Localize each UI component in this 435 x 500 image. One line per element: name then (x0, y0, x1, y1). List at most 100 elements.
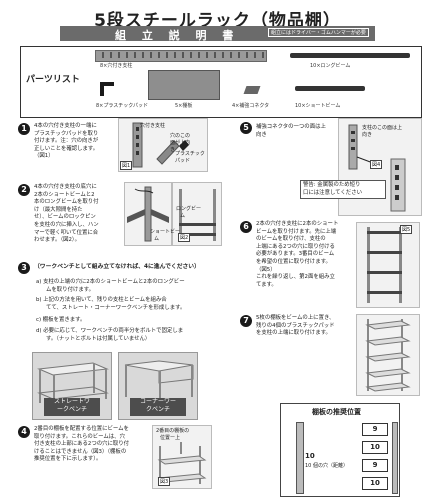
page-subtitle: 組 立 説 明 書 (115, 29, 240, 42)
step-line: を希望の位置に取り付けます。 (256, 258, 331, 265)
shelf-spacing-title: 棚板の推奨位置 (312, 408, 361, 416)
step-line: 付けます。注：穴の向きが (34, 138, 99, 145)
step-line: 2本の穴付き支柱に2本のショート (256, 221, 339, 227)
step-3-d: d) 必要に応じて、ワークベンチの両半分をボルトで固定しま す。（ナットとボルト… (36, 328, 236, 343)
step-line: 補強コネクタの一つの面は上 (256, 124, 326, 130)
step-5-number: 5 (240, 122, 252, 134)
step-3-b: b) 上記の方法を用いて、残りの支柱とビームを組み合 てて、ストレート・コーナー… (36, 297, 236, 312)
step-line: のビームを取り付け、支柱の (256, 236, 326, 243)
tool-note: 組立にはドライバー・ゴムハンマーが必要 (268, 28, 369, 37)
caption-line: コーナーワー (139, 398, 176, 405)
parts-list-heading: パーツリスト (26, 75, 80, 85)
step-1-number: 1 (18, 123, 30, 135)
step-1-figure-label: き (170, 147, 176, 153)
step-2-figure-label: ム (154, 236, 160, 242)
part-label: 8×プラスチックパッド (96, 103, 149, 109)
step-line: ビームを取り付けます。先に上端 (256, 228, 337, 235)
figure-tag: 図2 (178, 233, 191, 242)
step-line: けることはできません（図3）（棚板の (34, 448, 127, 455)
step-7-figure (356, 314, 420, 396)
step-7-number: 7 (240, 315, 252, 327)
step-5-figure-label: 向き (362, 132, 373, 138)
step-3-a: a) 支柱の上端の穴に2本のショートビームと2本のロングビー ムを取り付けます。 (36, 279, 236, 294)
step-1-figure-label: 穴付き支柱 (140, 123, 166, 129)
step-1-figure-label: 穴のこの (170, 133, 191, 139)
step-line: を支柱の穴に挿入し、ハン (34, 221, 99, 228)
step-line: a) 支柱の上端の穴に2本のショートビームと2本のロングビー (36, 279, 185, 285)
step-2-figure-left (124, 182, 172, 246)
spacing-side-label: 10 個の穴（距離） (305, 463, 348, 469)
part-label: 5×棚板 (175, 103, 193, 109)
step-5-text: 補強コネクタの一つの面は上 向き (256, 124, 336, 139)
step-2-number: 2 (18, 184, 30, 196)
step-3-c: c) 棚板を置きます。 (36, 317, 236, 325)
step-2-figure-label: ショートビー (150, 229, 181, 235)
spacing-cell: 10 (362, 441, 388, 454)
step-line: 取り付けます。これらのビームは、穴 (34, 433, 125, 440)
straight-workbench-caption: ストレートワ ークベンチ (44, 398, 100, 416)
step-line: てます。 (256, 281, 277, 288)
step-1-figure-label: パッド (175, 158, 191, 164)
side-frame-illustration (367, 227, 402, 303)
figure-tag: 図4 (370, 160, 383, 169)
step-line: b) 上記の方法を用いて、残りの支柱とビームを組み合 (36, 297, 167, 303)
upright-part-image (96, 52, 264, 58)
step-line: 正しいことを確認します。 (34, 145, 99, 152)
step-line: を支柱の上端に取り付けます。 (256, 330, 331, 337)
step-line: ムを取り付けます。 (46, 286, 94, 293)
step-line: 必要があります。3番目のビーム (256, 251, 335, 258)
figure-tag: 図5 (400, 225, 413, 234)
step-line: 本のロングビームを取り付 (34, 199, 99, 206)
step-7-text: 5枚の棚板をビームの上に置き、 残りの4個のプラスチックパッド を支柱の上端に取… (256, 315, 356, 338)
plastic-pad-part-image (100, 82, 104, 96)
completed-rack-illustration (365, 319, 411, 392)
straight-workbench-illustration (37, 362, 109, 409)
step-4-text: 2番目の棚板を配置する位置にビームを 取り付けます。これらのビームは、穴 付き支… (34, 426, 152, 464)
spacing-value: 10 (305, 452, 315, 460)
step-line: せ）、ビームのロックピン (34, 214, 96, 221)
corner-workbench-illustration (124, 360, 194, 407)
long-beam-part-image (290, 53, 410, 58)
step-line: 4本の穴付き支柱の底穴に (34, 184, 97, 190)
step-1-figure-label: 面が上向 (170, 140, 191, 146)
step-line: 残りの4個のプラスチックパッド (256, 322, 335, 329)
step-line: （図1） (34, 153, 54, 160)
step-line: 向き (256, 131, 267, 138)
step-line: 推奨位置を下に示します）。 (34, 456, 102, 463)
step-5-figure-label: 支柱のこの面は上 (362, 125, 403, 131)
step-6-number: 6 (240, 221, 252, 233)
step-line: （図5） (256, 266, 276, 273)
part-label: 8×穴付き支柱 (100, 63, 133, 69)
beam-insertion-illustration (127, 186, 169, 242)
step-line: マーで軽く叩いて位置に合 (34, 229, 99, 236)
step-line: け（最大隙間を持た (34, 206, 83, 213)
figure-tag: 図3 (158, 477, 171, 486)
spacing-cell: 9 (362, 423, 388, 436)
shelf-board-part-image (148, 70, 220, 100)
figure-tag: 図1 (120, 161, 133, 170)
part-label: 4×補強コネクタ (232, 103, 270, 109)
step-1-figure (118, 118, 208, 172)
shelf-spacing-box (280, 403, 400, 497)
step-4-figure-label: 位置ー上 (160, 435, 181, 441)
step-2-figure-label: ロングビー (176, 206, 202, 212)
subtitle-bar (60, 26, 375, 41)
part-label: 10×ショートビーム (295, 103, 341, 109)
step-line: 5枚の棚板をビームの上に置き、 (256, 315, 335, 321)
step-1-text: 4本の穴付き支柱の一端に プラスチックパッドを取り 付けます。注：穴の向きが 正… (34, 123, 114, 161)
step-line: 上端にある2つの穴に取り付ける (256, 243, 335, 250)
step-line: c) 棚板を置きます。 (36, 317, 86, 323)
step-4-number: 4 (18, 426, 30, 438)
shelf-spacing-upright (392, 422, 398, 494)
shelf-spacing-label: 10 (305, 452, 315, 460)
step-line: プラスチックパッドを取り (34, 130, 99, 137)
step-2-figure-label: ム (180, 213, 186, 219)
step-line: 付き支柱の上部にある2つの穴に取り付 (34, 441, 130, 448)
step-3-heading: （ワークベンチとして組み立てなければ、4に進んでください） (34, 264, 200, 270)
plastic-pad-part-image (100, 82, 114, 86)
step-6-text: 2本の穴付き支柱に2本のショート ビームを取り付けます。先に上端 のビームを取り… (256, 221, 356, 289)
step-1-figure-label: プラスチック (175, 151, 205, 157)
caption-line: ークベンチ (56, 406, 87, 413)
caption-line: クベンチ (145, 406, 170, 413)
parts-list-box (20, 46, 422, 118)
